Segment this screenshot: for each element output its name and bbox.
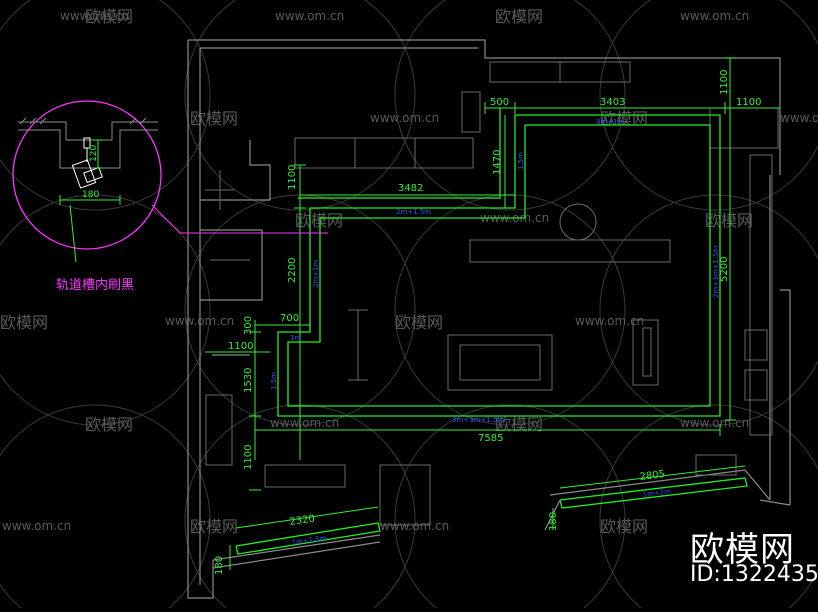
dim-1100-mid: 1100 bbox=[228, 341, 253, 352]
detail-note: 轨道槽内刷黑 bbox=[56, 277, 134, 293]
watermark-logo: 欧模网 bbox=[705, 211, 753, 230]
watermark-logo: 欧模网 bbox=[600, 517, 648, 536]
watermark-logo: 欧模网 bbox=[190, 517, 238, 536]
detail-dimensions bbox=[59, 139, 121, 263]
track-lines bbox=[235, 108, 748, 555]
watermark-logo: 欧模网 bbox=[85, 7, 133, 26]
watermark-url: www.om.cn bbox=[380, 519, 449, 533]
watermark-logo: 欧模网 bbox=[190, 109, 238, 128]
dim-500: 500 bbox=[490, 97, 509, 108]
track-label-bottom: 3m+3m+1.5m bbox=[452, 416, 504, 424]
watermark-logo: 欧模网 bbox=[85, 415, 133, 434]
brand-id: ID:1322435 bbox=[690, 562, 818, 587]
dim-2200: 2200 bbox=[287, 258, 298, 283]
dim-7585: 7585 bbox=[478, 433, 503, 444]
dim-180-right: 180 bbox=[548, 512, 559, 531]
watermark-url: www.om.cn bbox=[680, 416, 749, 430]
spotlight-icon bbox=[71, 137, 103, 189]
track-label-bottom-right: 1m+2m bbox=[642, 488, 671, 499]
dim-1100-top: 1100 bbox=[719, 70, 730, 95]
dim-1100-right: 1100 bbox=[736, 97, 761, 108]
watermark-url: www.om.cn bbox=[780, 111, 818, 125]
watermark-url: www.om.cn bbox=[2, 519, 71, 533]
brand-logo-text: 欧模网 bbox=[690, 530, 795, 570]
furniture bbox=[205, 61, 779, 526]
dim-1470: 1470 bbox=[492, 150, 503, 175]
dim-2320: 2320 bbox=[289, 514, 316, 528]
dim-3403: 3403 bbox=[600, 97, 625, 108]
dim-2805: 2805 bbox=[639, 469, 666, 483]
watermark-logo: 欧模网 bbox=[495, 415, 543, 434]
dim-3482: 3482 bbox=[398, 183, 423, 194]
track-label-right: 2m+3m+1.5m bbox=[712, 246, 720, 298]
detail-callout: 180 120 轨道槽内刷黑 bbox=[12, 100, 328, 293]
watermark-logo: 欧模网 bbox=[0, 313, 48, 332]
watermark-logo: 欧模网 bbox=[495, 7, 543, 26]
watermark-url: www.om.cn bbox=[680, 9, 749, 23]
watermark-logo: 欧模网 bbox=[600, 109, 648, 128]
dim-180-left: 180 bbox=[214, 556, 225, 575]
track-label-texts: 3m+1m 2m+1.5m 2m+3m+1.5m 2m+1m 1m 1.5m 3… bbox=[270, 118, 720, 547]
dim-700: 700 bbox=[280, 313, 299, 324]
dimension-texts: 500 3403 1100 1100 1470 1100 3482 2200 5… bbox=[214, 70, 761, 575]
walls bbox=[187, 39, 791, 599]
track-label-top: 3m+1m bbox=[596, 118, 625, 126]
watermark-url: www.om.cn bbox=[270, 416, 339, 430]
track-label-small: 1m bbox=[290, 334, 301, 342]
dim-1100-bottom: 1100 bbox=[243, 445, 254, 470]
watermark-url: www.om.cn bbox=[275, 9, 344, 23]
dim-5200: 5200 bbox=[719, 257, 730, 282]
detail-dim-120: 120 bbox=[89, 145, 99, 162]
watermark-url: www.om.cn bbox=[60, 9, 129, 23]
dim-1100-left: 1100 bbox=[287, 165, 298, 190]
track-label-lower: 1.5m bbox=[270, 372, 278, 390]
track-label-left: 2m+1m bbox=[312, 259, 320, 288]
detail-dim-180: 180 bbox=[82, 190, 99, 200]
dimension-lines bbox=[205, 57, 780, 570]
watermark-url: www.om.cn bbox=[575, 314, 644, 328]
dim-1530: 1530 bbox=[243, 368, 254, 393]
track-label-mid: 2m+1.5m bbox=[396, 208, 431, 216]
watermark-text-layer: www.om.cn www.om.cn www.om.cn www.om.cn … bbox=[2, 9, 818, 533]
watermark-logo: 欧模网 bbox=[395, 313, 443, 332]
watermark-logo-layer: 欧模网 欧模网 欧模网 欧模网 欧模网 欧模网 欧模网 欧模网 欧模网 欧模网 … bbox=[0, 7, 753, 536]
watermark-logo: 欧模网 bbox=[295, 211, 343, 230]
track-label-1470: 1.5m bbox=[517, 152, 525, 170]
watermark-url: www.om.cn bbox=[370, 111, 439, 125]
dim-300: 300 bbox=[243, 316, 254, 335]
